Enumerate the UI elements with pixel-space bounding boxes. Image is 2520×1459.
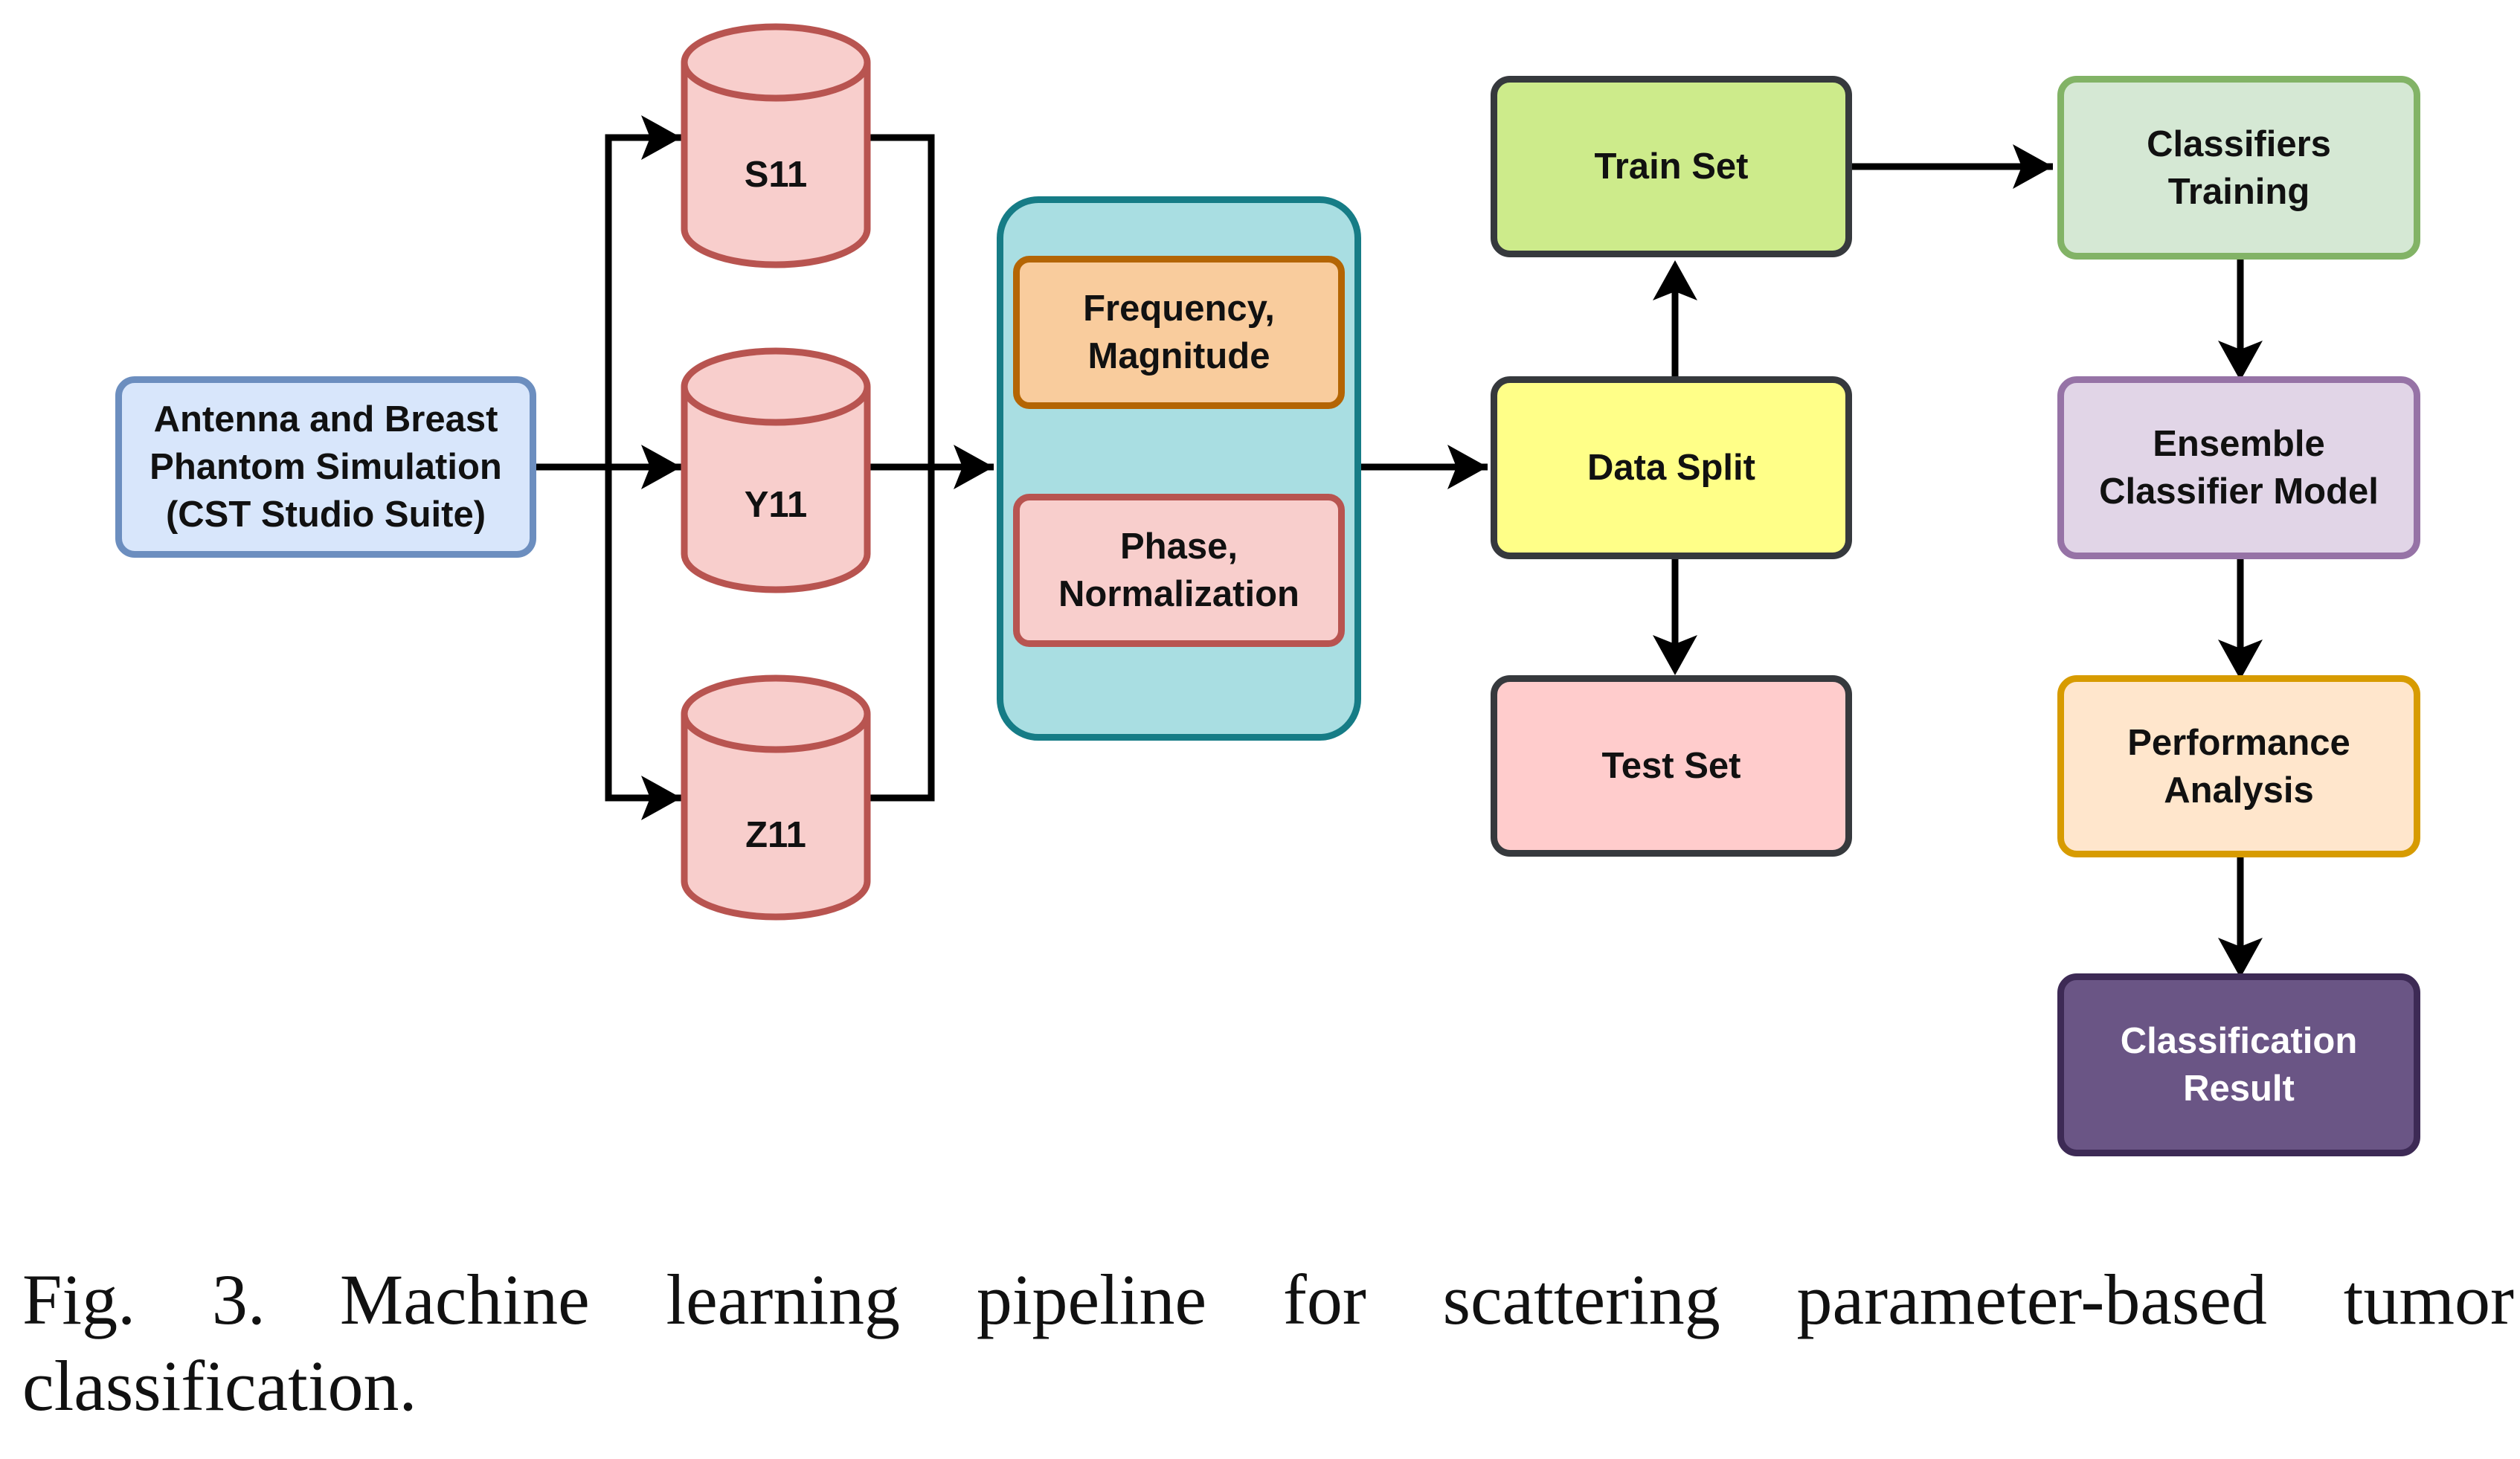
arrowhead-data-split [1447,445,1488,489]
arrowhead-performance [2218,640,2263,680]
figure-caption: Fig. 3.Machine learning pipeline for sca… [22,1257,2514,1429]
arrowhead-s11 [641,115,681,160]
arrowhead-test-set [1653,635,1697,675]
figure-caption-label: Fig. 3. [22,1260,266,1339]
edge-s11-merge [870,134,935,467]
train-set-node: Train Set [1491,76,1852,257]
arrow-to-z11 [605,467,681,802]
arrowhead-preprocessing [954,445,994,489]
phase-normalization-node: Phase, Normalization [1013,494,1345,647]
arrowhead-z11 [641,776,681,820]
s11-database-icon [681,23,871,268]
classifiers-training-node: Classifiers Training [2057,76,2420,260]
y11-database-icon [681,347,871,593]
test-set-node: Test Set [1491,675,1852,857]
z11-label: Z11 [745,815,806,855]
figure-caption-text: Machine learning pipeline for scattering… [22,1260,2515,1426]
arrowhead-y11 [641,445,681,489]
arrowhead-ensemble [2218,341,2263,381]
arrowhead-result [2218,938,2263,978]
arrow-to-s11 [605,134,681,467]
performance-analysis-node: Performance Analysis [2057,675,2420,857]
frequency-magnitude-node: Frequency, Magnitude [1013,256,1345,409]
y11-label: Y11 [744,485,808,525]
edge-z11-merge [870,467,935,802]
simulation-node: Antenna and Breast Phantom Simulation (C… [115,376,536,558]
arrowhead-classifiers [2013,144,2053,189]
classification-result-node: Classification Result [2057,973,2420,1156]
z11-database-icon [681,674,871,921]
ensemble-classifier-node: Ensemble Classifier Model [2057,376,2420,559]
arrowhead-train-set [1653,260,1697,300]
data-split-node: Data Split [1491,376,1852,559]
s11-label: S11 [744,155,808,195]
